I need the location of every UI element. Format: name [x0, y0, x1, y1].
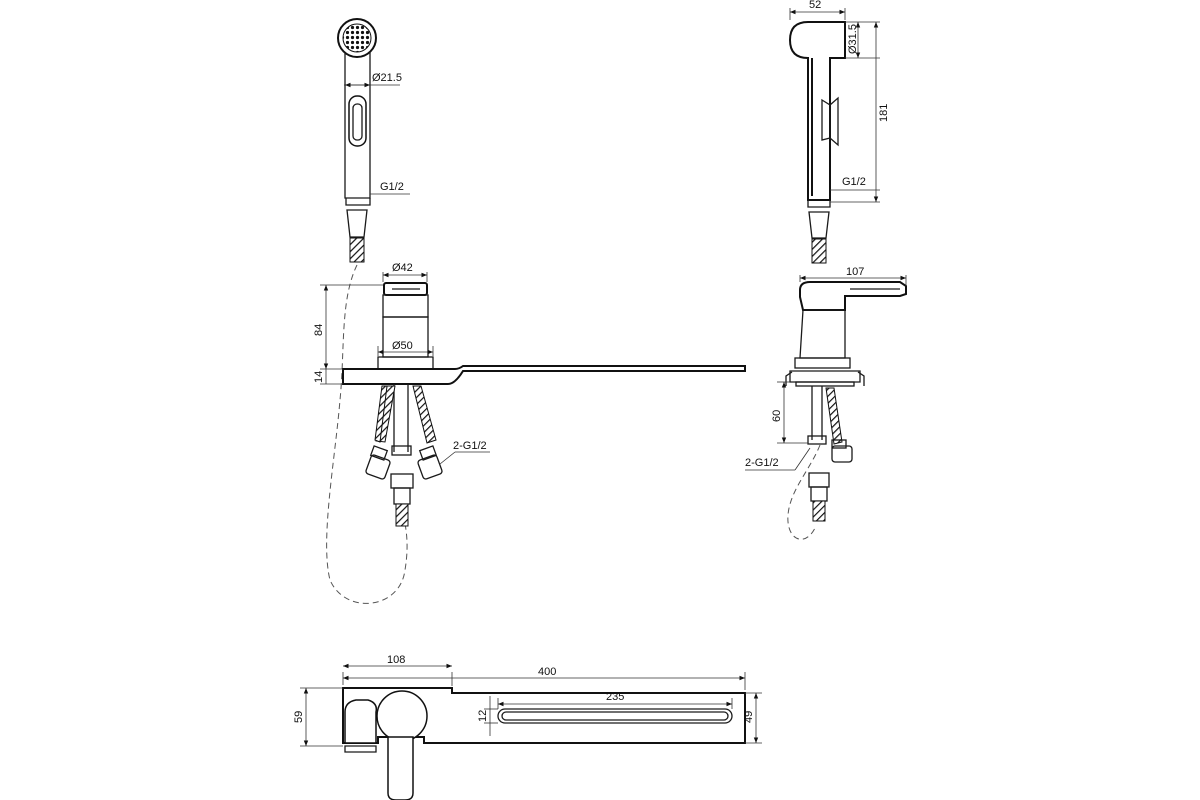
spout-projection-label: 107 [846, 266, 864, 278]
faucet-side-view [745, 275, 907, 540]
shower-height-label: 181 [878, 104, 890, 122]
shower-head-diameter-label: Ø31.5 [847, 24, 859, 54]
inlet-threads-front-label: 2-G1/2 [453, 440, 487, 452]
slot-length-label: 235 [606, 691, 624, 703]
below-deck-depth-label: 60 [771, 410, 783, 422]
shower-width-label: 52 [809, 0, 821, 11]
spray-thread-label: G1/2 [380, 181, 404, 193]
shower-side-thread-label: G1/2 [842, 176, 866, 188]
inlet-threads-side-label: 2-G1/2 [745, 457, 779, 469]
plan-length-label: 400 [538, 666, 556, 678]
hand-shower-front-view [337, 18, 410, 263]
plate-depth-label: 49 [743, 711, 755, 723]
faucet-front-view [320, 264, 746, 604]
slot-width-label: 12 [477, 710, 489, 722]
base-diameter-label: Ø50 [392, 340, 413, 352]
plan-offset-label: 108 [387, 654, 405, 666]
spray-diameter-label: Ø21.5 [372, 72, 402, 84]
plate-thickness-label: 14 [313, 371, 325, 383]
hand-shower-side-view [788, 8, 880, 264]
plan-depth-total-label: 59 [293, 711, 305, 723]
body-diameter-label: Ø42 [392, 262, 413, 274]
faucet-plan-view [300, 663, 762, 800]
body-height-label: 84 [313, 324, 325, 336]
